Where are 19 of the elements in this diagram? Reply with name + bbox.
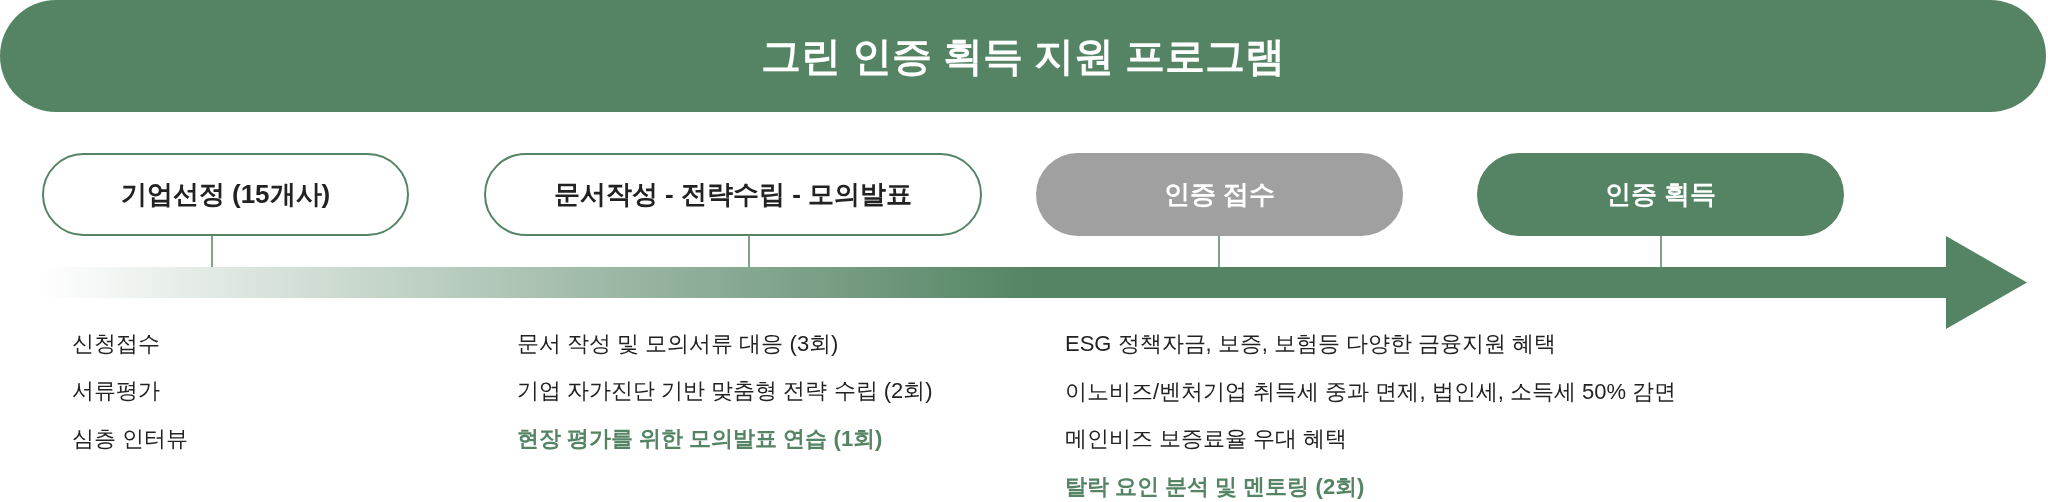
detail-text: 이노비즈/벤처기업 취득세 중과 면제, 법인세, 소득세 50% 감면 — [1065, 378, 1677, 406]
detail-text: 심층 인터뷰 — [72, 425, 189, 453]
detail-text: 메인비즈 보증료율 우대 혜택 — [1065, 425, 1348, 453]
detail-text: 서류평가 — [72, 377, 160, 405]
tick-line — [1660, 235, 1662, 268]
detail-text: ESG 정책자금, 보증, 보험등 다양한 금융지원 혜택 — [1065, 330, 1557, 358]
tick-line — [748, 235, 750, 268]
stage-pill: 기업선정 (15개사) — [42, 153, 409, 236]
stage-pill: 인증 접수 — [1036, 153, 1403, 236]
detail-text: 현장 평가를 위한 모의발표 연습 (1회) — [517, 425, 883, 453]
detail-text: 기업 자가진단 기반 맞춤형 전략 수립 (2회) — [517, 377, 933, 405]
title-banner: 그린 인증 획득 지원 프로그램 — [0, 0, 2046, 112]
detail-text: 탈락 요인 분석 및 멘토링 (2회) — [1065, 473, 1365, 501]
detail-text: 신청접수 — [72, 330, 160, 358]
tick-line — [1218, 235, 1220, 268]
stage-pill: 문서작성 - 전략수립 - 모의발표 — [484, 153, 982, 236]
tick-line — [211, 235, 213, 268]
detail-text: 문서 작성 및 모의서류 대응 (3회) — [517, 330, 839, 358]
stage-pill: 인증 획득 — [1477, 153, 1844, 236]
